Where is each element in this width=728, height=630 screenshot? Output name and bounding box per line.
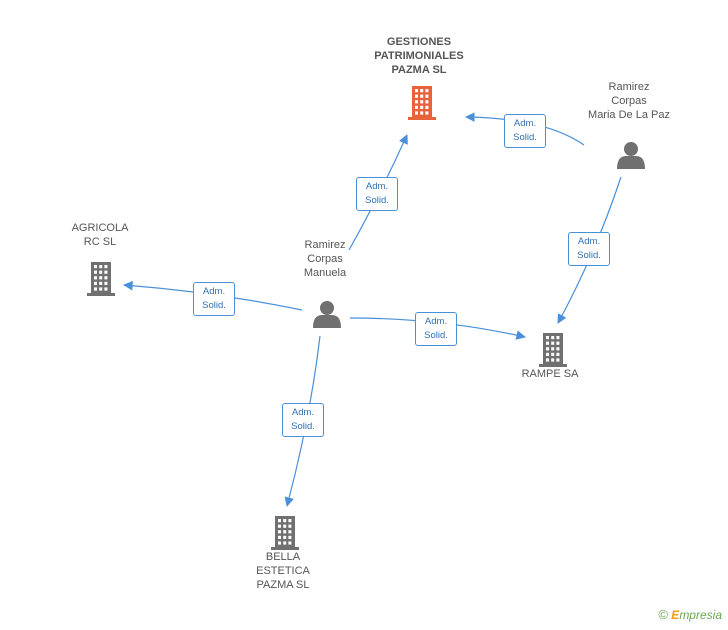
node-label-line: GESTIONES (386, 36, 452, 48)
gestiones-building-icon[interactable] (408, 86, 436, 120)
edge-label-manuela-to-bella[interactable]: Adm. Solid. (282, 403, 324, 437)
brand-name: mpresia (679, 608, 722, 622)
edge-label-line: Adm. (365, 181, 389, 192)
node-label-line: Ramirez (608, 81, 650, 93)
edge-label-manuela-to-agricola[interactable]: Adm. Solid. (193, 282, 235, 316)
edge-label-line: Adm. (202, 286, 226, 297)
edge-label-line: Solid. (577, 250, 601, 261)
node-label-bella[interactable]: BELLA ESTETICA PAZMA SL (256, 550, 310, 592)
mariapaz-person-icon[interactable] (617, 142, 645, 169)
edge-label-manuela-to-gestiones[interactable]: Adm. Solid. (356, 177, 398, 211)
edge-label-mariapaz-to-rampe[interactable]: Adm. Solid. (568, 232, 610, 266)
edge-label-line: Adm. (513, 118, 537, 129)
edge-label-line: Solid. (202, 300, 226, 311)
copyright-symbol: © (658, 607, 668, 622)
node-label-line: BELLA (265, 551, 301, 563)
node-label-gestiones[interactable]: GESTIONES PATRIMONIALES PAZMA SL (374, 35, 463, 77)
node-label-line: Maria De La Paz (588, 109, 670, 121)
node-label-line: PATRIMONIALES (374, 50, 464, 62)
edge-label-line: Solid. (424, 330, 448, 341)
edge-label-line: Adm. (424, 316, 448, 327)
edge-label-line: Solid. (291, 421, 315, 432)
node-label-line: Corpas (307, 253, 343, 265)
node-label-line: Corpas (611, 95, 647, 107)
edge-label-line: Solid. (513, 132, 537, 143)
node-label-line: AGRICOLA (71, 222, 129, 234)
edge-label-line: Solid. (365, 195, 389, 206)
node-label-rampe[interactable]: RAMPE SA (522, 367, 579, 381)
node-label-agricola[interactable]: AGRICOLA RC SL (72, 221, 129, 249)
node-label-line: RAMPE SA (521, 368, 579, 380)
node-label-line: Manuela (303, 267, 347, 279)
edge-label-mariapaz-to-gestiones[interactable]: Adm. Solid. (504, 114, 546, 148)
edge-label-line: Adm. (577, 236, 601, 247)
brand-initial: E (671, 608, 680, 622)
node-label-line: ESTETICA (256, 565, 310, 577)
bella-building-icon[interactable] (271, 516, 299, 550)
node-label-line: Ramirez (304, 239, 346, 251)
node-label-line: RC SL (83, 236, 117, 248)
node-label-line: PAZMA SL (391, 64, 447, 76)
node-label-line: PAZMA SL (256, 579, 310, 591)
agricola-building-icon[interactable] (87, 262, 115, 296)
edge-label-line: Adm. (291, 407, 315, 418)
manuela-person-icon[interactable] (313, 301, 341, 328)
footer-brand: © Empresia (658, 607, 722, 622)
edge-label-manuela-to-rampe[interactable]: Adm. Solid. (415, 312, 457, 346)
rampe-building-icon[interactable] (539, 333, 567, 367)
